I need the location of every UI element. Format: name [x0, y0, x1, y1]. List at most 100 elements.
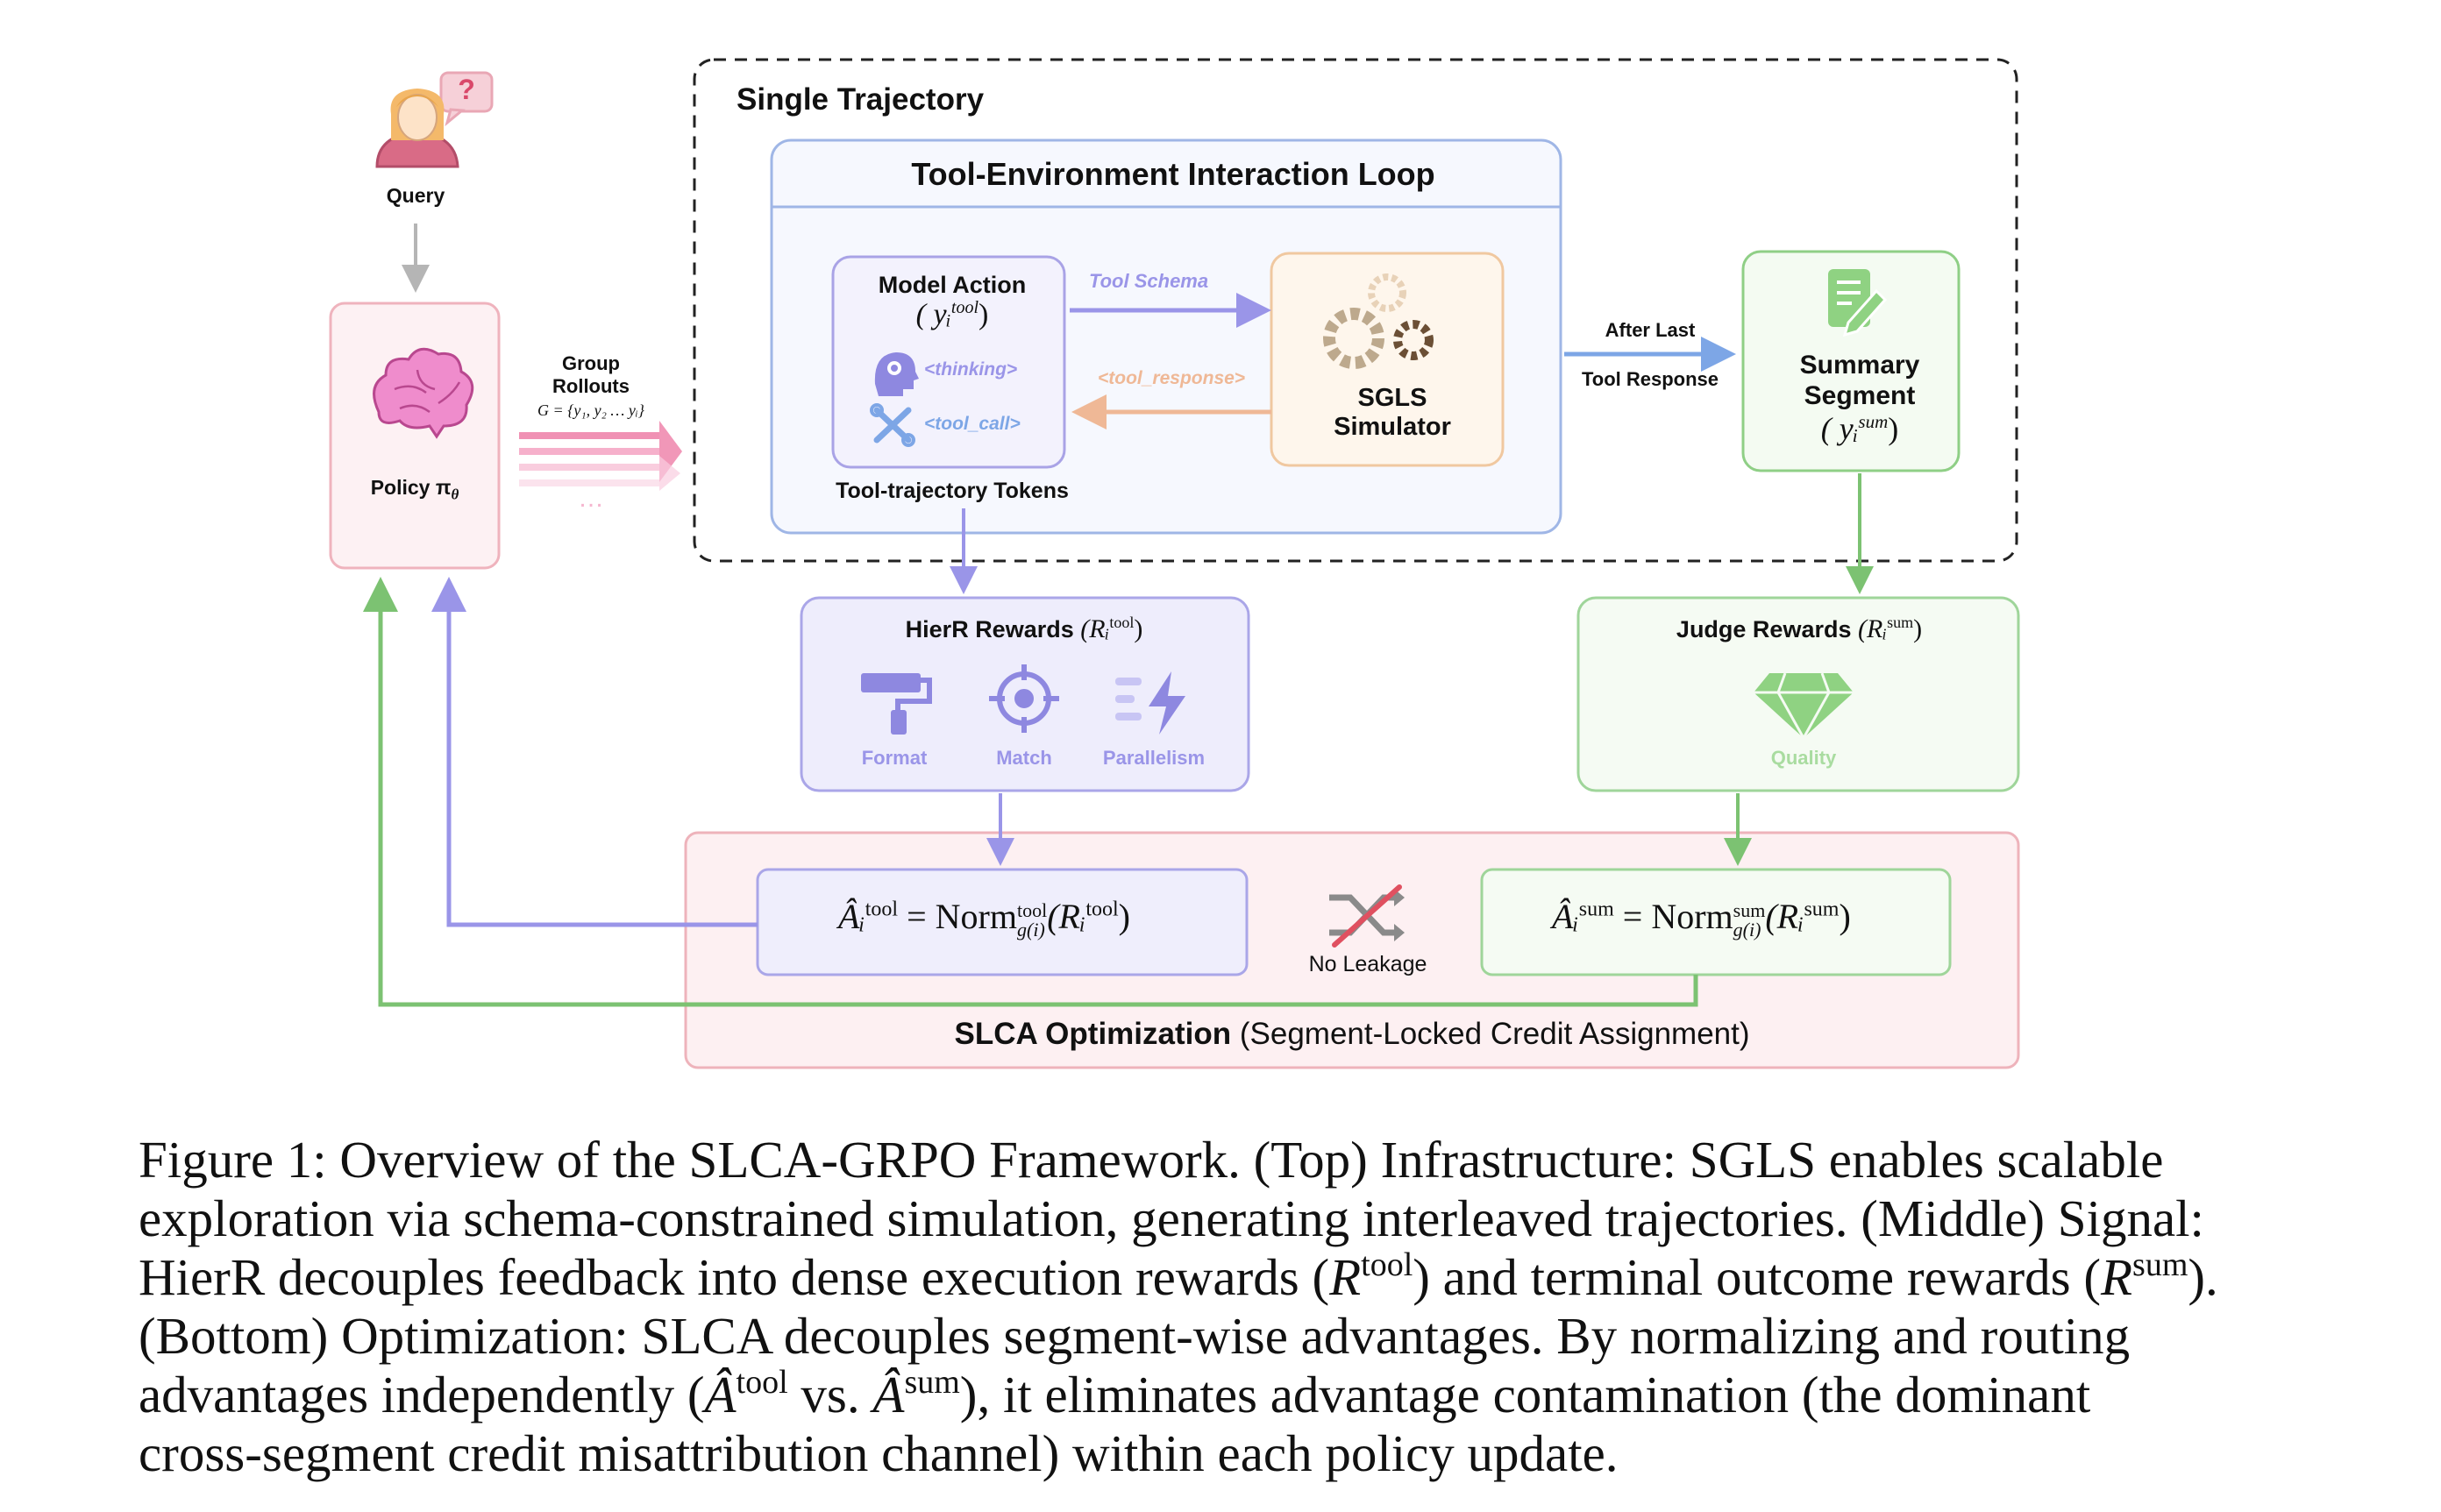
judge-item-quality: Quality [1770, 747, 1837, 769]
sum-adv-arg-sup: sum [1804, 898, 1840, 921]
tool-adv-lhs: Âᵢ [838, 897, 865, 936]
sum-adv-norm-sub: g(i) [1733, 918, 1761, 941]
slca-label-bold: SLCA Optimization [954, 1017, 1232, 1051]
sgls-simulator-box [1270, 252, 1505, 467]
group-rollouts-dots: … [578, 484, 604, 513]
caption-line-6: cross-segment credit misattribution chan… [139, 1424, 1619, 1482]
judge-title: Judge Rewards (Rᵢsum) [1676, 614, 1922, 644]
parallelism-lightning-icon [1115, 671, 1185, 735]
quality-diamond-icon [1754, 672, 1854, 739]
hierr-item-parallelism: Parallelism [1102, 747, 1206, 769]
policy-box [329, 302, 501, 570]
tool-adv-lhs-sup: tool [865, 898, 899, 921]
sum-adv-norm-sup: sum [1733, 898, 1766, 921]
tool-call-tag: <tool_call> [924, 414, 1021, 434]
tool-response-label: <tool_response> [1098, 368, 1246, 388]
group-rollouts-formula: G = {y₁, y₂ … yᵢ} [537, 401, 644, 419]
caption-line-2: exploration via schema-constrained simul… [139, 1189, 2204, 1247]
tool-adv-arg-close: ) [1118, 897, 1130, 936]
policy-label-text: Policy π [370, 476, 452, 499]
sum-adv-lhs-sup: sum [1578, 898, 1614, 921]
single-trajectory-title: Single Trajectory [737, 82, 985, 117]
tool-adv-arg: (Rᵢ [1047, 897, 1086, 936]
caption-l3a: HierR decouples feedback into dense exec… [139, 1248, 1330, 1306]
sum-adv-arg: (Rᵢ [1765, 897, 1804, 936]
model-action-symbol-close: ) [979, 298, 989, 331]
caption-line-4: (Bottom) Optimization: SLCA decouples se… [139, 1307, 2131, 1365]
judge-symbol-close: ) [1913, 614, 1923, 643]
summary-symbol: ( yᵢsum) [1821, 410, 1899, 447]
simulator-line1: SGLS [1357, 384, 1427, 412]
policy-subscript: θ [451, 486, 459, 503]
hierr-symbol: (Rᵢtool) [1080, 614, 1142, 643]
tool-call-icon [870, 403, 915, 447]
thinking-tag: <thinking> [924, 359, 1018, 380]
caption-l5s1: tool [736, 1364, 788, 1401]
summary-document-icon [1828, 269, 1888, 337]
model-action-symbol-text: ( yᵢ [915, 298, 951, 331]
hierr-symbol-sup: tool [1109, 614, 1135, 631]
model-action-title: Model Action [878, 272, 1027, 298]
match-target-icon [989, 664, 1059, 733]
caption-l5s2: sum [904, 1364, 960, 1401]
after-last-line2: Tool Response [1581, 368, 1719, 390]
judge-title-text: Judge Rewards [1676, 616, 1852, 642]
group-rollouts-line1: Group [562, 352, 620, 374]
caption-l5a: advantages independently ( [139, 1366, 705, 1423]
interaction-loop-title: Tool-Environment Interaction Loop [911, 156, 1435, 192]
user-icon [375, 71, 494, 168]
hierr-title-text: HierR Rewards [905, 616, 1074, 642]
sum-adv-arg-close: ) [1839, 897, 1851, 936]
tool-adv-norm-sub: g(i) [1017, 918, 1045, 941]
hierr-item-format: Format [861, 747, 928, 769]
sum-adv-lhs: Âᵢ [1552, 897, 1579, 936]
tool-advantage-box [756, 868, 1249, 976]
tool-adv-arg-sup: tool [1085, 898, 1119, 921]
caption-l5c: ), it eliminates advantage contamination… [959, 1366, 2091, 1423]
caption-l3s2: sum [2132, 1246, 2188, 1283]
slca-label: SLCA Optimization (Segment-Locked Credit… [954, 1017, 1749, 1052]
caption-line-5: advantages independently (Âtool vs. Âsum… [139, 1366, 2295, 1424]
caption-l3s1: tool [1361, 1246, 1413, 1283]
tool-adv-eq: = Norm [907, 897, 1017, 936]
tool-schema-label: Tool Schema [1089, 270, 1209, 292]
sum-advantage-to-policy-arrow [363, 577, 1698, 1007]
hierr-title: HierR Rewards (Rᵢtool) [906, 614, 1143, 644]
caption-l3r2: R [2101, 1248, 2133, 1306]
caption-l3c: ). [2188, 1248, 2218, 1306]
simulator-line2: Simulator [1334, 413, 1451, 441]
group-rollouts-arrows [519, 421, 682, 491]
caption-l3r1: R [1329, 1248, 1362, 1306]
brain-icon [373, 347, 474, 439]
caption-l5r1: Â [704, 1366, 737, 1423]
judge-symbol-sup: sum [1887, 614, 1914, 631]
sum-adv-eq: = Norm [1622, 897, 1733, 936]
policy-label: Policy πθ [371, 476, 459, 504]
sum-advantage-box [1480, 868, 1952, 976]
model-action-box [831, 255, 1066, 469]
model-action-symbol-sup: tool [950, 298, 979, 317]
hierr-symbol-close: ) [1134, 614, 1143, 643]
no-leakage-icon [1329, 884, 1405, 948]
slca-label-rest: (Segment-Locked Credit Assignment) [1239, 1017, 1750, 1051]
caption-l3b: ) and terminal outcome rewards ( [1413, 1248, 2101, 1306]
figure-caption: Figure 1: Overview of the SLCA-GRPO Fram… [139, 1131, 2295, 1483]
hierr-symbol-text: (Rᵢ [1080, 614, 1110, 643]
tool-adv-norm-sup: tool [1017, 898, 1048, 921]
caption-l5r2: Â [872, 1366, 905, 1423]
model-action-symbol: ( yᵢtool) [916, 298, 989, 331]
hierr-item-match: Match [996, 747, 1052, 769]
after-last-line1: After Last [1605, 319, 1696, 341]
query-label: Query [386, 184, 445, 207]
caption-line-3: HierR decouples feedback into dense exec… [139, 1248, 2295, 1307]
judge-symbol: (Rᵢsum) [1858, 614, 1922, 643]
group-rollouts-line2: Rollouts [552, 375, 630, 397]
no-leakage-label: No Leakage [1308, 952, 1427, 976]
gears-icon [1323, 273, 1434, 369]
